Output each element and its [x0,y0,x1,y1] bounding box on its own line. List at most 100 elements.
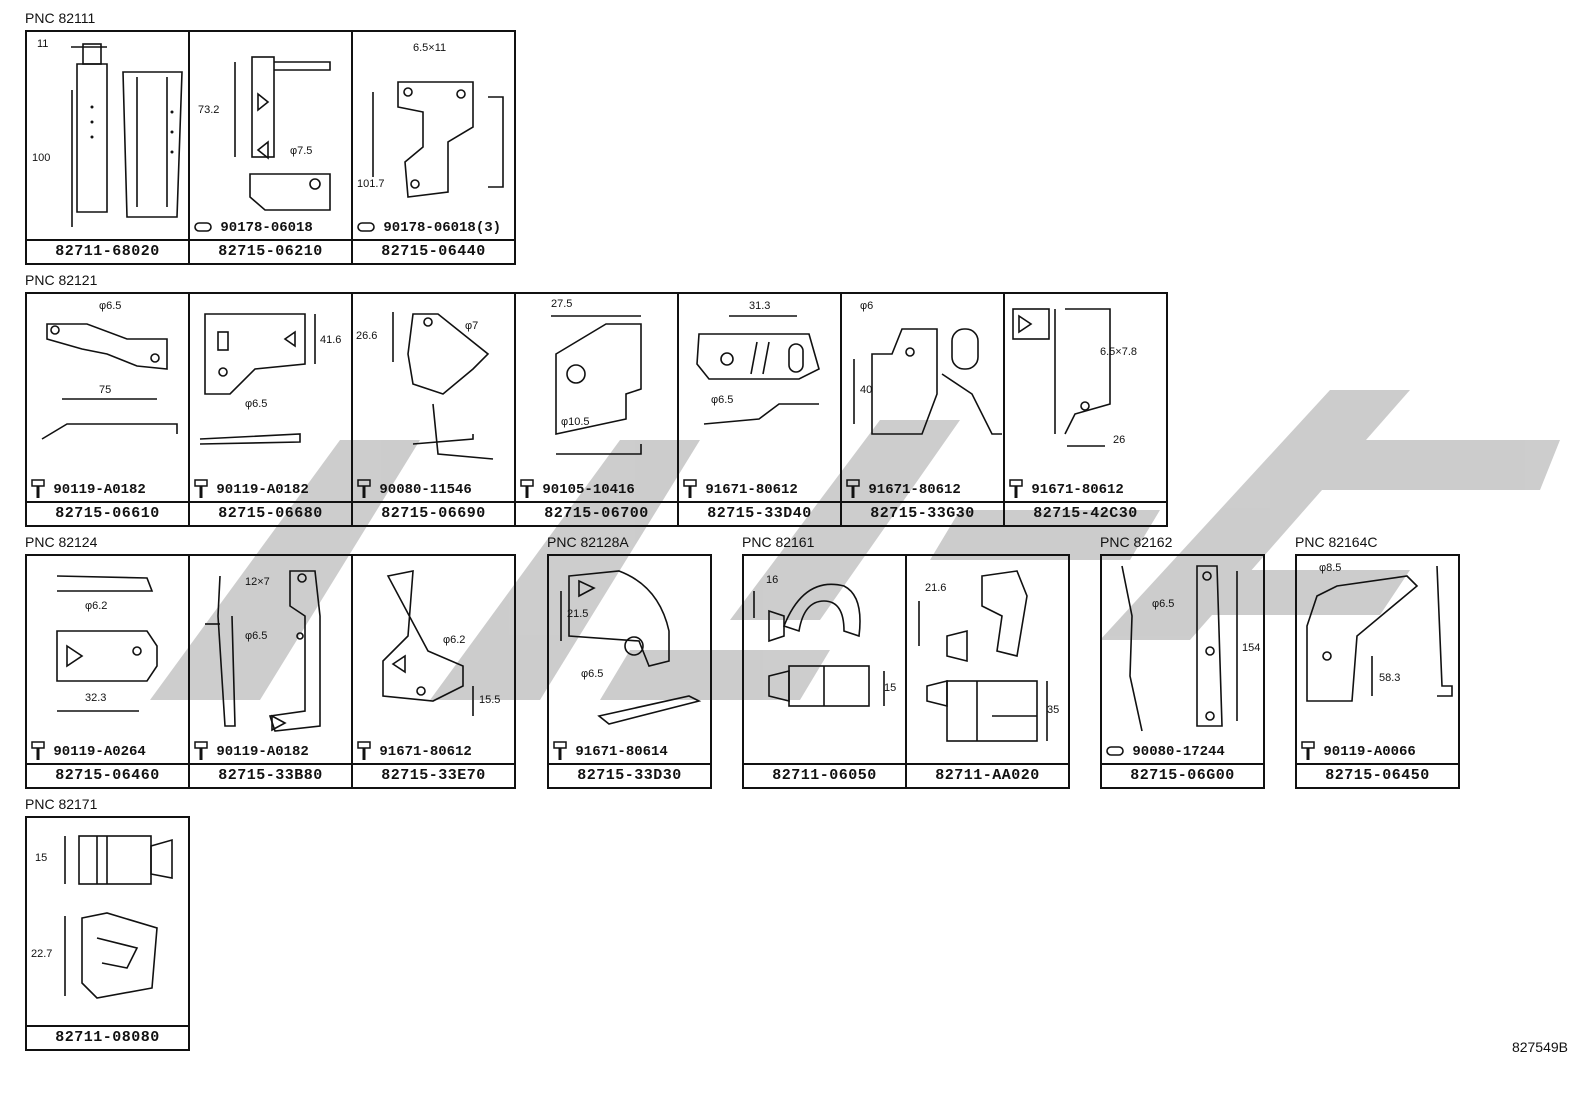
bracket-drawing [205,570,321,732]
part-cell[interactable]: 16 15 82711-06050 [742,554,907,789]
part-number[interactable]: 82715-06680 [190,501,351,525]
clip-drawing [753,583,885,707]
part-cell[interactable]: 41.6 φ6.5 90119-A0182 82715-06680 [188,292,353,527]
dimension-label: 31.3 [749,300,771,312]
part-number[interactable]: 82715-33D40 [679,501,840,525]
fastener-callout[interactable]: 90119-A0264 [31,741,186,763]
nut-icon [357,222,375,233]
bracket-drawing [696,315,820,425]
part-number[interactable]: 82715-33B80 [190,763,351,787]
dimension-label: 22.7 [31,948,53,960]
bolt-icon [194,479,208,499]
part-cell[interactable]: 21.5 φ6.5 91671-80614 82715-33D30 [547,554,712,789]
part-number[interactable]: 82715-06440 [353,239,514,263]
dimension-label: 11 [37,38,49,50]
fastener-callout[interactable]: 91671-80612 [357,741,512,763]
part-number[interactable]: 82711-06050 [744,763,905,787]
part-number[interactable]: 82715-06G00 [1102,763,1263,787]
bracket-drawing [551,315,642,455]
part-cell[interactable]: 27.5 φ10.5 90105-10416 82715-06700 [514,292,679,527]
fastener-callout[interactable]: 90105-10416 [520,479,675,501]
bolt-icon [1301,741,1315,761]
part-number[interactable]: 82715-06210 [190,239,351,263]
group-label-82121: PNC 82121 [25,272,98,288]
group-label-82124: PNC 82124 [25,534,98,550]
group-label-82111: PNC 82111 [25,10,96,26]
bolt-icon [520,479,534,499]
part-cell[interactable]: 31.3 φ6.5 91671-80612 82715-33D40 [677,292,842,527]
group-label-82162: PNC 82162 [1100,534,1173,550]
part-cell[interactable]: 6.5×11 101.7 90178-06018(3) 82715-06440 [351,30,516,265]
fastener-callout[interactable]: 91671-80614 [553,741,708,763]
part-number[interactable]: 82715-33G30 [842,501,1003,525]
part-number[interactable]: 82711-68020 [27,239,188,263]
dimension-label: 26 [1113,434,1126,446]
bracket-drawing [392,312,494,460]
dimension-label: 16 [766,574,779,586]
fastener-callout[interactable]: 90178-06018(3) [357,217,512,239]
part-number[interactable]: 82715-06460 [27,763,188,787]
part-number[interactable]: 82715-42C30 [1005,501,1166,525]
dimension-label: 27.5 [551,298,573,310]
fastener-part-number: 90119-A0182 [216,744,309,760]
fastener-callout[interactable]: 90080-11546 [357,479,512,501]
part-number[interactable]: 82715-06690 [353,501,514,525]
dimension-label: 41.6 [320,334,342,346]
part-number[interactable]: 82715-33E70 [353,763,514,787]
fastener-callout[interactable]: 90119-A0066 [1301,741,1456,763]
dimension-label: 154 [1242,642,1261,654]
bracket-drawing [853,328,1002,435]
part-number[interactable]: 82711-08080 [27,1025,188,1049]
fastener-callout[interactable]: 91671-80612 [683,479,838,501]
fastener-part-number: 90119-A0182 [53,482,146,498]
dimension-label: 32.3 [85,692,107,704]
group-label-82128a: PNC 82128A [547,534,629,550]
part-cell[interactable]: 12×7 φ6.5 90119-A0182 82715-33B80 [188,554,353,789]
part-cell[interactable]: 21.6 35 82711-AA020 [905,554,1070,789]
dimension-label: 15.5 [479,694,501,706]
fastener-callout[interactable]: 91671-80612 [1009,479,1164,501]
bracket-drawing [560,570,702,725]
fastener-callout[interactable]: 90178-06018 [194,217,349,239]
part-cell[interactable]: φ6.5 154 90080-17244 82715-06G00 [1100,554,1265,789]
dimension-label: φ6.5 [581,668,604,680]
bolt-icon [553,741,567,761]
dimension-label: 15 [35,852,48,864]
part-cell[interactable]: 73.2 φ7.5 90178-06018 82715-06210 [188,30,353,265]
part-number[interactable]: 82715-06450 [1297,763,1458,787]
fastener-part-number: 90080-17244 [1132,744,1225,760]
part-cell[interactable]: 26.6 φ7 90080-11546 82715-06690 [351,292,516,527]
dimension-label: 58.3 [1379,672,1401,684]
part-number[interactable]: 82715-33D30 [549,763,710,787]
part-cell[interactable]: φ6.2 15.5 91671-80612 82715-33E70 [351,554,516,789]
dimension-label: φ6.2 [443,634,466,646]
part-number[interactable]: 82715-06700 [516,501,677,525]
part-cell[interactable]: 6.5×7.8 26 91671-80612 82715-42C30 [1003,292,1168,527]
part-cell[interactable]: 11 100 82711-68020 [25,30,190,265]
part-cell[interactable]: φ6 40 91671-80612 82715-33G30 [840,292,1005,527]
part-cell[interactable]: 15 22.7 82711-08080 [25,816,190,1051]
dimension-label: φ6.2 [85,600,108,612]
part-cell[interactable]: φ6.5 75 90119-A0182 82715-06610 [25,292,190,527]
dimension-label: 35 [1047,704,1060,716]
dimension-label: φ6.5 [711,394,734,406]
fastener-part-number: 90178-06018 [220,220,313,236]
fastener-callout[interactable]: 90119-A0182 [194,479,349,501]
fastener-part-number: 91671-80612 [868,482,961,498]
fastener-callout[interactable]: 91671-80612 [846,479,1001,501]
fastener-part-number: 91671-80612 [1031,482,1124,498]
dimension-label: φ6.5 [245,630,268,642]
dimension-label: 15 [884,682,897,694]
dimension-label: 75 [99,384,112,396]
part-number[interactable]: 82711-AA020 [907,763,1068,787]
part-cell[interactable]: φ8.5 58.3 90119-A0066 82715-06450 [1295,554,1460,789]
bolt-icon [357,479,371,499]
fastener-callout[interactable]: 90080-17244 [1106,741,1261,763]
bracket-drawing [199,313,316,445]
part-number[interactable]: 82715-06610 [27,501,188,525]
dimension-label: 12×7 [245,576,270,588]
fastener-callout[interactable]: 90119-A0182 [31,479,186,501]
fastener-callout[interactable]: 90119-A0182 [194,741,349,763]
clip-drawing [64,835,173,999]
part-cell[interactable]: φ6.2 32.3 90119-A0264 82715-06460 [25,554,190,789]
